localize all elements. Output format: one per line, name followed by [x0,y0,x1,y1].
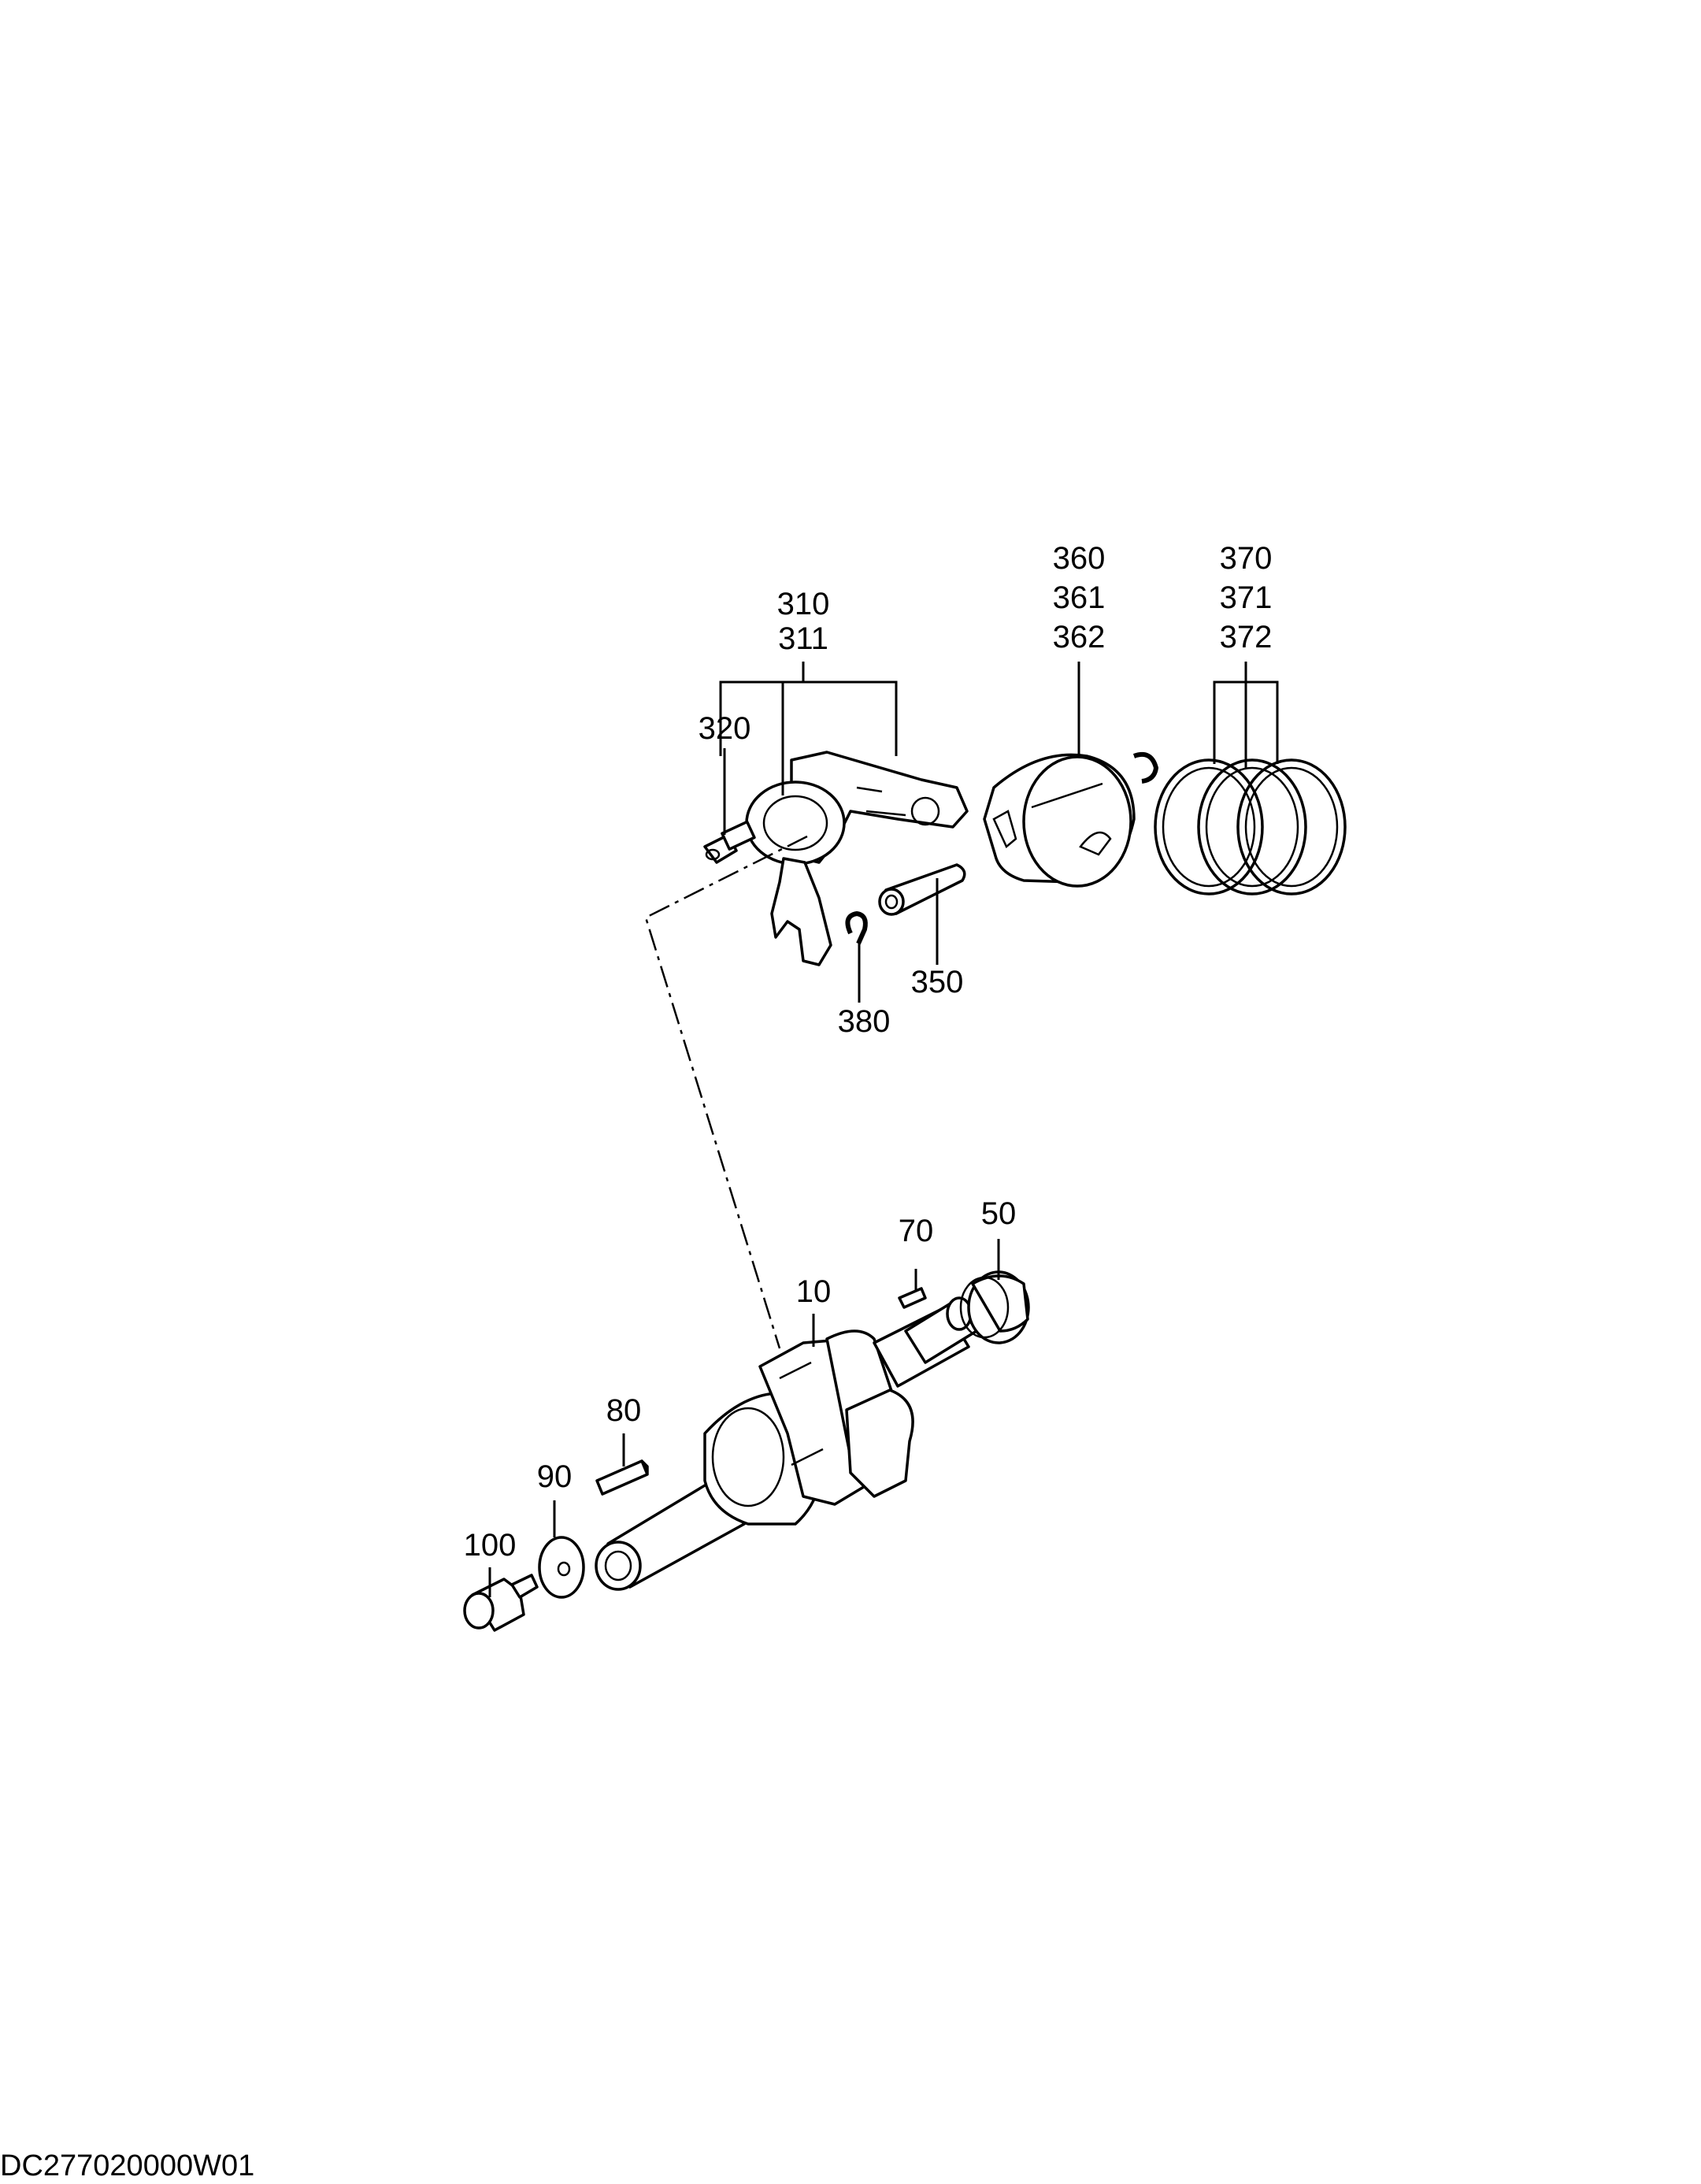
leader-lines [488,662,1279,1597]
callout-380: 380 [838,1004,891,1039]
callout-labels: 310 311 320 350 380 360 361 362 370 371 … [464,541,1273,1563]
drawing-code: DC277020000W01 [0,2149,254,2182]
callout-360: 360 [1053,541,1106,576]
connecting-rod [745,751,969,966]
piston [983,753,1136,888]
callout-311: 311 [778,621,828,656]
callout-90: 90 [537,1459,573,1494]
callout-361: 361 [1053,580,1106,615]
callout-350: 350 [911,965,964,999]
callout-372: 372 [1220,620,1273,654]
callout-70: 70 [899,1214,934,1248]
callout-310: 310 [777,587,830,621]
crankshaft [595,1296,978,1591]
crank-gear [959,1270,1030,1344]
callout-362: 362 [1053,620,1106,654]
callout-100: 100 [464,1528,517,1563]
crank-bolt [463,1574,539,1632]
callout-80: 80 [606,1393,642,1428]
connecting-rod-bolt [703,820,756,864]
snap-ring-piston [1132,751,1159,784]
snap-ring-380 [845,910,868,945]
callout-370: 370 [1220,541,1273,576]
piston-rings [1154,758,1347,895]
callout-50: 50 [981,1196,1017,1231]
callout-371: 371 [1220,580,1273,615]
callout-10: 10 [796,1274,832,1309]
washer [538,1536,585,1599]
key-80 [595,1459,649,1496]
key-70 [898,1287,927,1309]
callout-320: 320 [699,711,751,746]
piston-pin [878,863,966,916]
